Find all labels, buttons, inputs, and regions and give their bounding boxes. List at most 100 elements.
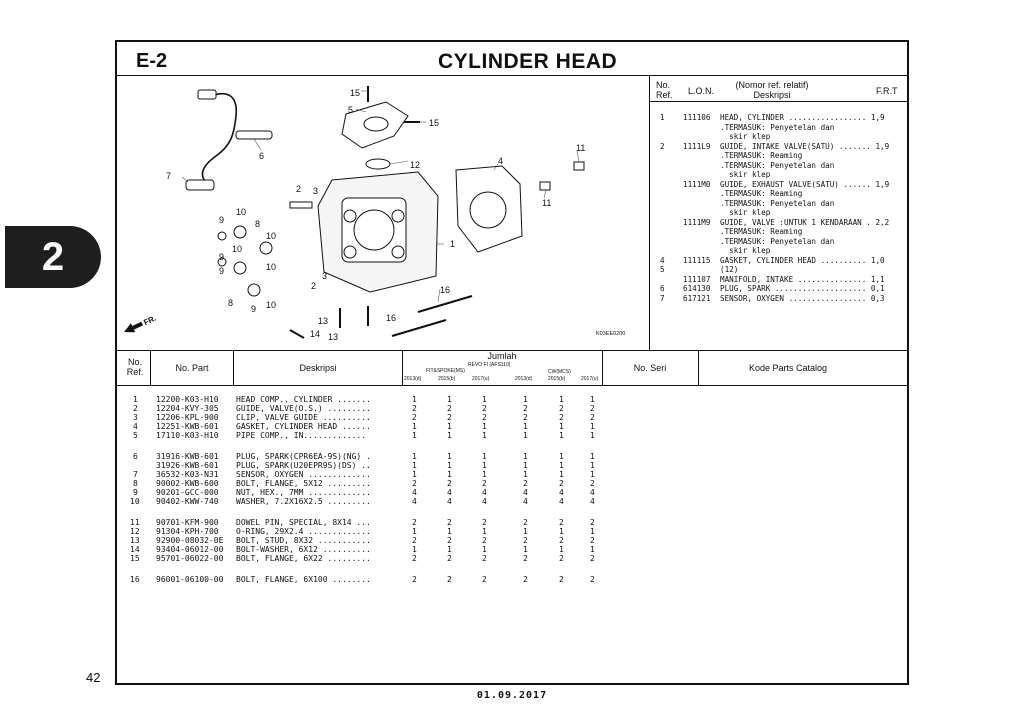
dowel-pin <box>539 181 551 191</box>
parts-header-year: 2017(u) <box>472 376 490 382</box>
part-quantity: 1 <box>447 545 452 554</box>
ref-row-description: .TERMASUK: Penyetelan dan <box>720 160 835 170</box>
part-quantity: 2 <box>482 575 487 584</box>
ref-row-lon: 111106 <box>683 113 711 122</box>
part-quantity: 1 <box>523 527 528 536</box>
parts-col-divider-3 <box>402 351 403 386</box>
part-quantity: 1 <box>559 431 564 440</box>
part-quantity: 1 <box>447 470 452 479</box>
part-quantity: 2 <box>447 536 452 545</box>
oxygen-sensor-connector <box>197 89 217 100</box>
part-number: 90201-GCC-000 <box>156 488 219 497</box>
callout-label: 10 <box>266 262 276 272</box>
part-ref: 1 <box>133 395 138 404</box>
part-description: BOLT, FLANGE, 6X100 ........ <box>236 575 371 584</box>
part-quantity: 2 <box>559 518 564 527</box>
parts-header-year: 2017(u) <box>581 376 599 382</box>
part-number: 96001-06100-00 <box>156 575 224 584</box>
part-number: 12200-K03-H10 <box>156 395 219 404</box>
page-title: CYLINDER HEAD <box>438 50 618 73</box>
ref-row-description: skir klep <box>720 246 771 255</box>
front-arrow-icon: FR. <box>124 314 158 333</box>
part-quantity: 2 <box>523 536 528 545</box>
callout-label: 9 <box>251 304 256 314</box>
part-quantity: 1 <box>447 422 452 431</box>
part-quantity: 2 <box>412 518 417 527</box>
callout-label: 8 <box>228 298 233 308</box>
part-quantity: 1 <box>447 527 452 536</box>
callout-label: 13 <box>328 332 338 342</box>
callout-label: 4 <box>498 156 503 166</box>
part-quantity: 1 <box>590 545 595 554</box>
part-quantity: 1 <box>590 470 595 479</box>
part-quantity: 2 <box>590 404 595 413</box>
ref-row-number: 4 <box>660 255 665 265</box>
callout-label: 11 <box>576 143 585 153</box>
part-description: GASKET, CYLINDER HEAD ...... <box>236 422 371 431</box>
callout-label: 11 <box>542 198 551 208</box>
part-quantity: 1 <box>447 395 452 404</box>
ref-header-divider <box>650 101 907 102</box>
part-quantity: 2 <box>590 575 595 584</box>
part-quantity: 2 <box>412 554 417 563</box>
parts-header-kode: Kode Parts Catalog <box>748 363 828 373</box>
callout-label: 1 <box>450 239 455 249</box>
washer <box>259 241 273 255</box>
oxygen-sensor <box>185 179 215 191</box>
part-description: WASHER, 7.2X16X2.5 ......... <box>236 497 371 506</box>
ref-row-lon: 111107 <box>683 274 711 284</box>
part-quantity: 4 <box>412 497 417 506</box>
ref-row-description: SENSOR, OXYGEN ................. 0,3 <box>720 293 885 303</box>
part-quantity: 2 <box>447 479 452 488</box>
part-quantity: 1 <box>559 545 564 554</box>
ref-row-description: .TERMASUK: Penyetelan dan <box>720 236 835 246</box>
part-quantity: 2 <box>412 575 417 584</box>
parts-col-divider-2 <box>233 351 234 386</box>
part-number: 12251-KWB-601 <box>156 422 219 431</box>
nut <box>217 257 227 267</box>
part-ref: 7 <box>133 470 138 479</box>
page-frame <box>115 40 909 685</box>
ref-row-lon: 111115 <box>683 255 711 265</box>
part-quantity: 2 <box>523 518 528 527</box>
callout-label: 7 <box>166 171 171 181</box>
washer <box>233 261 247 275</box>
diagram-divider <box>649 76 650 350</box>
o-ring <box>365 158 391 170</box>
page-number: 42 <box>86 670 101 685</box>
callout-label: 9 <box>219 215 224 225</box>
part-ref: 13 <box>130 536 140 545</box>
part-quantity: 2 <box>590 518 595 527</box>
part-quantity: 1 <box>590 527 595 536</box>
part-quantity: 2 <box>590 479 595 488</box>
ref-row-description: .TERMASUK: Reaming <box>720 227 803 236</box>
part-quantity: 2 <box>482 554 487 563</box>
callout-label: 14 <box>310 329 320 339</box>
ref-row-description: GASKET, CYLINDER HEAD .......... 1,0 <box>720 255 885 265</box>
part-description: BOLT-WASHER, 6X12 .......... <box>236 545 371 554</box>
part-number: 95701-06022-00 <box>156 554 224 563</box>
part-description: PIPE COMP., IN............. <box>236 431 367 440</box>
part-ref: 9 <box>133 488 138 497</box>
callout-label: 8 <box>255 219 260 229</box>
part-quantity: 4 <box>482 488 487 497</box>
ref-row-number: 2 <box>660 141 665 151</box>
part-quantity: 2 <box>412 413 417 422</box>
part-quantity: 1 <box>590 461 595 470</box>
section-code: E-2 <box>136 50 168 72</box>
part-description: CLIP, VALVE GUIDE .......... <box>236 413 371 422</box>
part-quantity: 4 <box>559 497 564 506</box>
callout-label: 10 <box>232 244 242 254</box>
parts-header-group2: FIT&SPOKE(MS) <box>426 368 465 374</box>
part-quantity: 1 <box>447 431 452 440</box>
part-quantity: 2 <box>590 413 595 422</box>
part-number: 91304-KPH-700 <box>156 527 219 536</box>
parts-header-no-part: No. Part <box>175 363 209 373</box>
part-quantity: 1 <box>412 431 417 440</box>
exploded-diagram: 15 5 15 12 11 4 11 6 7 2 3 10 8 9 10 10 … <box>124 86 585 342</box>
ref-row-number: 6 <box>660 284 665 293</box>
ref-row-description: .TERMASUK: Reaming <box>720 189 803 198</box>
part-quantity: 2 <box>523 404 528 413</box>
dowel-pin <box>573 161 585 171</box>
bolt-washer <box>289 329 305 339</box>
